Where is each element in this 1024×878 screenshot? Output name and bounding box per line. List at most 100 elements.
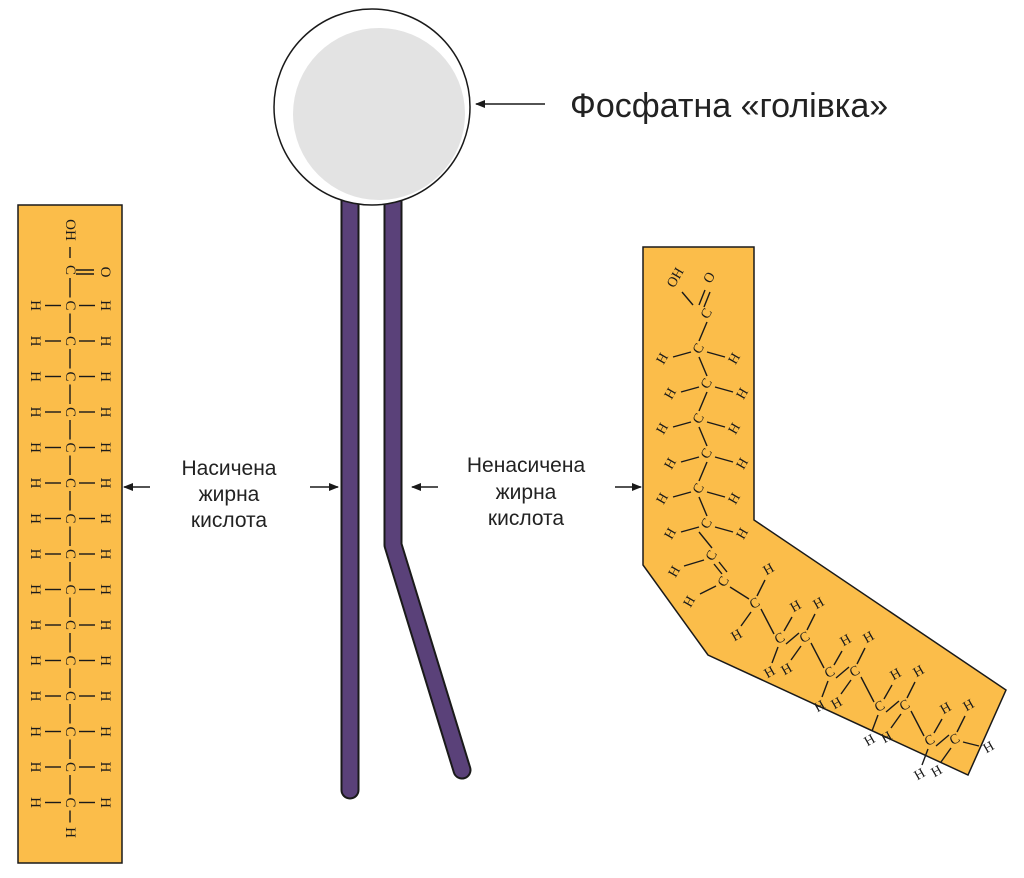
hydrogen-atom-label: H: [97, 762, 113, 773]
carbon-atom-label: C: [62, 336, 78, 346]
carbon-atom-label: C: [62, 265, 78, 275]
c-c-bond: [698, 496, 708, 517]
phosphate-head-label: Фосфатна «голівка»: [570, 87, 888, 125]
c-c-bond: [698, 356, 708, 377]
c-h-bond: [683, 559, 705, 567]
c-c-double-bond-b: [718, 561, 728, 573]
phospholipid-tails: [340, 190, 472, 800]
carbon-atom-label: C: [62, 584, 78, 594]
c-h-bond: [821, 680, 829, 698]
c-c-bond: [785, 632, 800, 645]
saturated-label-line-1: Насичена: [182, 457, 277, 480]
c-h-bond: [680, 386, 700, 393]
hydrogen-atom-label: H: [27, 300, 43, 311]
c-h-bond: [714, 456, 734, 463]
carbon-atom-label: C: [62, 478, 78, 488]
carbon-atom-label: C: [62, 371, 78, 381]
c-c-bond: [860, 676, 875, 703]
carbon-atom-label: C: [62, 655, 78, 665]
unsaturated-label-line-1: Ненасичена: [467, 454, 586, 477]
c-h-bond: [771, 646, 779, 664]
saturated-label: Насичена жирна кислота: [182, 457, 277, 532]
hydrogen-atom-label: H: [97, 371, 113, 382]
hydrogen-atom-label: H: [97, 620, 113, 631]
hydrogen-atom-label: H: [97, 691, 113, 702]
hydrogen-atom-label: H: [27, 478, 43, 489]
c-h-bond: [840, 679, 852, 695]
saturated-fatty-acid-structure: OH O C C H H C H H C H H C H H C H H C H H C H H C H H C H H C H H C H H C H H…: [17, 204, 123, 864]
c-oh-bond: [681, 291, 694, 306]
hydrogen-atom-label: H: [97, 549, 113, 560]
hydrogen-atom-label: H: [27, 549, 43, 560]
carbonyl-oxygen-label: O: [97, 267, 113, 278]
hydrogen-atom-label: H: [97, 726, 113, 737]
hydrogen-atom-label: H: [97, 442, 113, 453]
c-c-bond: [698, 321, 708, 342]
hydroxyl-label: OH: [62, 219, 78, 241]
c-c-bond: [935, 734, 950, 747]
hydrogen-atom-label: H: [97, 513, 113, 524]
carbon-atom-label: C: [62, 442, 78, 452]
unsaturated-tail: [385, 192, 470, 778]
c-c-bond: [698, 531, 713, 549]
c-h-bond: [940, 747, 952, 763]
carbon-atom-label: C: [62, 762, 78, 772]
hydrogen-atom-label: H: [97, 584, 113, 595]
c-h-bond: [933, 718, 943, 734]
c-h-bond: [672, 421, 692, 428]
carbon-atom-label: C: [62, 549, 78, 559]
carbon-atom-label: C: [62, 691, 78, 701]
c-c-double-bond-a: [713, 563, 723, 575]
unsaturated-label-line-2: жирна: [496, 481, 557, 504]
unsaturated-label: Ненасичена жирна кислота: [467, 454, 586, 530]
c-h-bond: [956, 715, 966, 733]
c-h-bond: [783, 616, 793, 632]
hydrogen-atom-label: H: [27, 407, 43, 418]
hydrogen-atom-label: H: [912, 766, 928, 784]
carbon-atom-label: C: [62, 620, 78, 630]
hydrogen-atom-label: H: [27, 620, 43, 631]
c-h-bond: [906, 681, 916, 699]
hydrogen-atom-label: H: [27, 584, 43, 595]
hydrogen-atom-label: H: [97, 300, 113, 311]
hydrogen-atom-label: H: [97, 407, 113, 418]
terminal-c-h-bond: [962, 741, 980, 747]
hydrogen-atom-label: H: [27, 442, 43, 453]
c-h-bond: [921, 748, 929, 766]
c-c-bond: [810, 642, 825, 669]
hydrogen-atom-label: H: [27, 762, 43, 773]
hydrogen-atom-label: H: [97, 655, 113, 666]
c-h-bond: [680, 456, 700, 463]
c-c-bond: [885, 700, 900, 713]
c-o-double-bond-a: [698, 289, 706, 306]
c-h-bond: [699, 585, 717, 595]
c-c-bond: [910, 710, 925, 737]
c-o-double-bond-b: [703, 291, 711, 308]
c-h-bond: [672, 351, 692, 358]
carbon-atom-label: C: [62, 300, 78, 310]
unsaturated-fatty-acid-box: [642, 246, 1007, 776]
unsaturated-tail-outline: [383, 190, 472, 780]
c-h-bond: [856, 647, 866, 665]
c-h-bond: [740, 611, 752, 627]
carbon-atom-label: C: [62, 797, 78, 807]
c-c-bond: [760, 608, 775, 635]
hydrogen-atom-label: H: [27, 513, 43, 524]
carbon-atom-label: C: [62, 513, 78, 523]
carbon-atom-label: C: [62, 407, 78, 417]
c-h-bond: [790, 645, 802, 661]
phosphate-head-shading: [293, 28, 465, 200]
c-h-bond: [890, 713, 902, 729]
c-h-bond: [833, 650, 843, 666]
hydrogen-atom-label: H: [27, 655, 43, 666]
c-h-bond: [714, 386, 734, 393]
hydrogen-atom-label: H: [27, 726, 43, 737]
hydrogen-atom-label: H: [862, 732, 878, 750]
terminal-hydrogen-label: H: [62, 827, 78, 838]
hydrogen-atom-label: H: [27, 371, 43, 382]
hydrogen-atom-label: H: [97, 478, 113, 489]
c-c-bond: [698, 461, 708, 482]
hydrogen-atom-label: H: [97, 336, 113, 347]
